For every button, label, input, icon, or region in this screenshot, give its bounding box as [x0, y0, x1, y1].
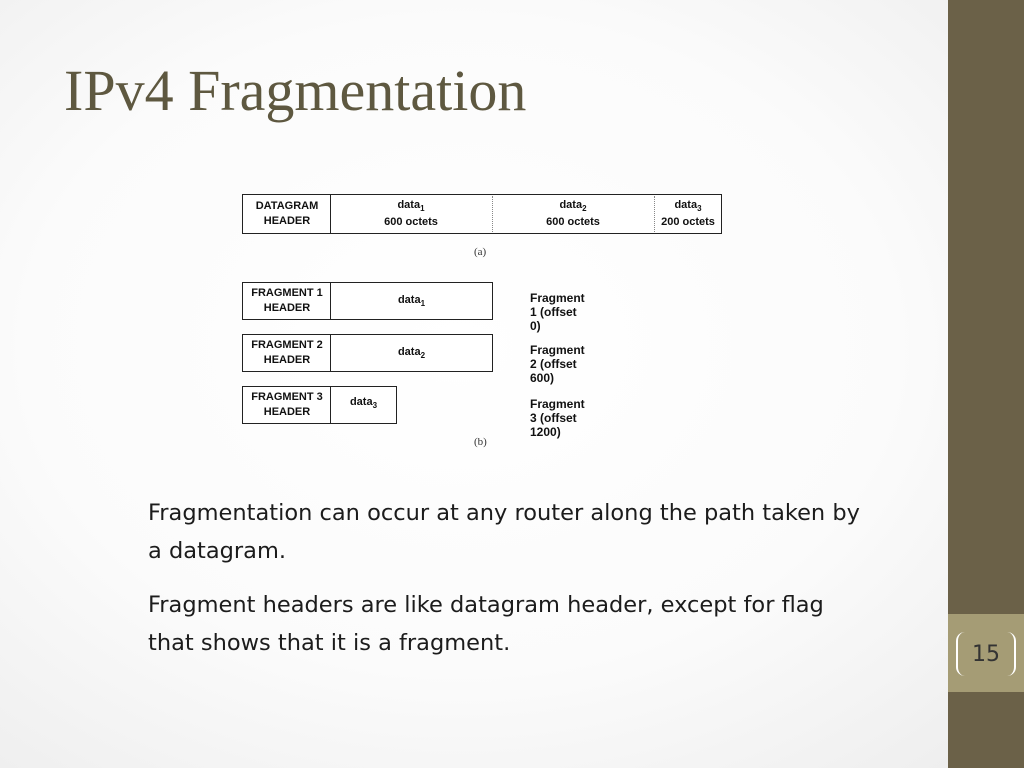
fragment1-header-line1: FRAGMENT 1	[251, 287, 323, 300]
datagram-data3-label: data3	[674, 199, 702, 214]
fragment2-data-cell: data2	[330, 334, 493, 372]
datagram-data1-label: data1	[397, 199, 425, 214]
datagram-data2-label: data2	[559, 199, 587, 214]
fragment1-data-cell: data1	[330, 282, 493, 320]
fragment3-data-label: data3	[349, 396, 378, 411]
datagram-data-box	[330, 194, 722, 234]
fragment3-header-cell: FRAGMENT 3 HEADER	[242, 386, 331, 424]
fragment1-header-line2: HEADER	[263, 302, 311, 314]
caption-a: (a)	[474, 246, 487, 258]
fragment3-header-line1: FRAGMENT 3	[251, 391, 323, 404]
page-number: 15	[956, 632, 1016, 676]
fragment1-data-label: data1	[397, 293, 426, 308]
fragment2-label: Fragment 2 (offset 600)	[530, 343, 585, 385]
datagram-header-line2: HEADER	[263, 215, 311, 227]
datagram-data3-cell: data3 200 octets	[655, 195, 721, 233]
fragment2-header-line1: FRAGMENT 2	[251, 339, 323, 352]
body-paragraph-2: Fragment headers are like datagram heade…	[148, 592, 824, 656]
body-paragraph-1: Fragmentation can occur at any router al…	[148, 500, 860, 564]
datagram-header-cell: DATAGRAM HEADER	[242, 194, 331, 234]
caption-b: (b)	[474, 436, 487, 448]
datagram-data1-cell: data1 600 octets	[331, 195, 491, 233]
fragment1-label: Fragment 1 (offset 0)	[530, 291, 585, 333]
datagram-data3-size: 200 octets	[661, 216, 715, 229]
fragment2-header-line2: HEADER	[263, 354, 311, 366]
fragment1-header-cell: FRAGMENT 1 HEADER	[242, 282, 331, 320]
fragment3-label: Fragment 3 (offset 1200)	[530, 397, 585, 439]
fragment2-data-label: data2	[397, 345, 426, 360]
datagram-data2-size: 600 octets	[546, 216, 600, 229]
slide-title: IPv4 Fragmentation	[64, 58, 527, 123]
datagram-data2-cell: data2 600 octets	[493, 195, 653, 233]
datagram-data1-size: 600 octets	[384, 216, 438, 229]
fragment3-header-line2: HEADER	[263, 406, 311, 418]
slide-body: Fragmentation can occur at any router al…	[148, 494, 868, 678]
page-number-band	[948, 614, 1024, 692]
fragment3-data-cell: data3	[330, 386, 397, 424]
datagram-header-line1: DATAGRAM	[255, 200, 319, 213]
fragment2-header-cell: FRAGMENT 2 HEADER	[242, 334, 331, 372]
datagram-divider-1	[492, 196, 493, 232]
datagram-divider-2	[654, 196, 655, 232]
